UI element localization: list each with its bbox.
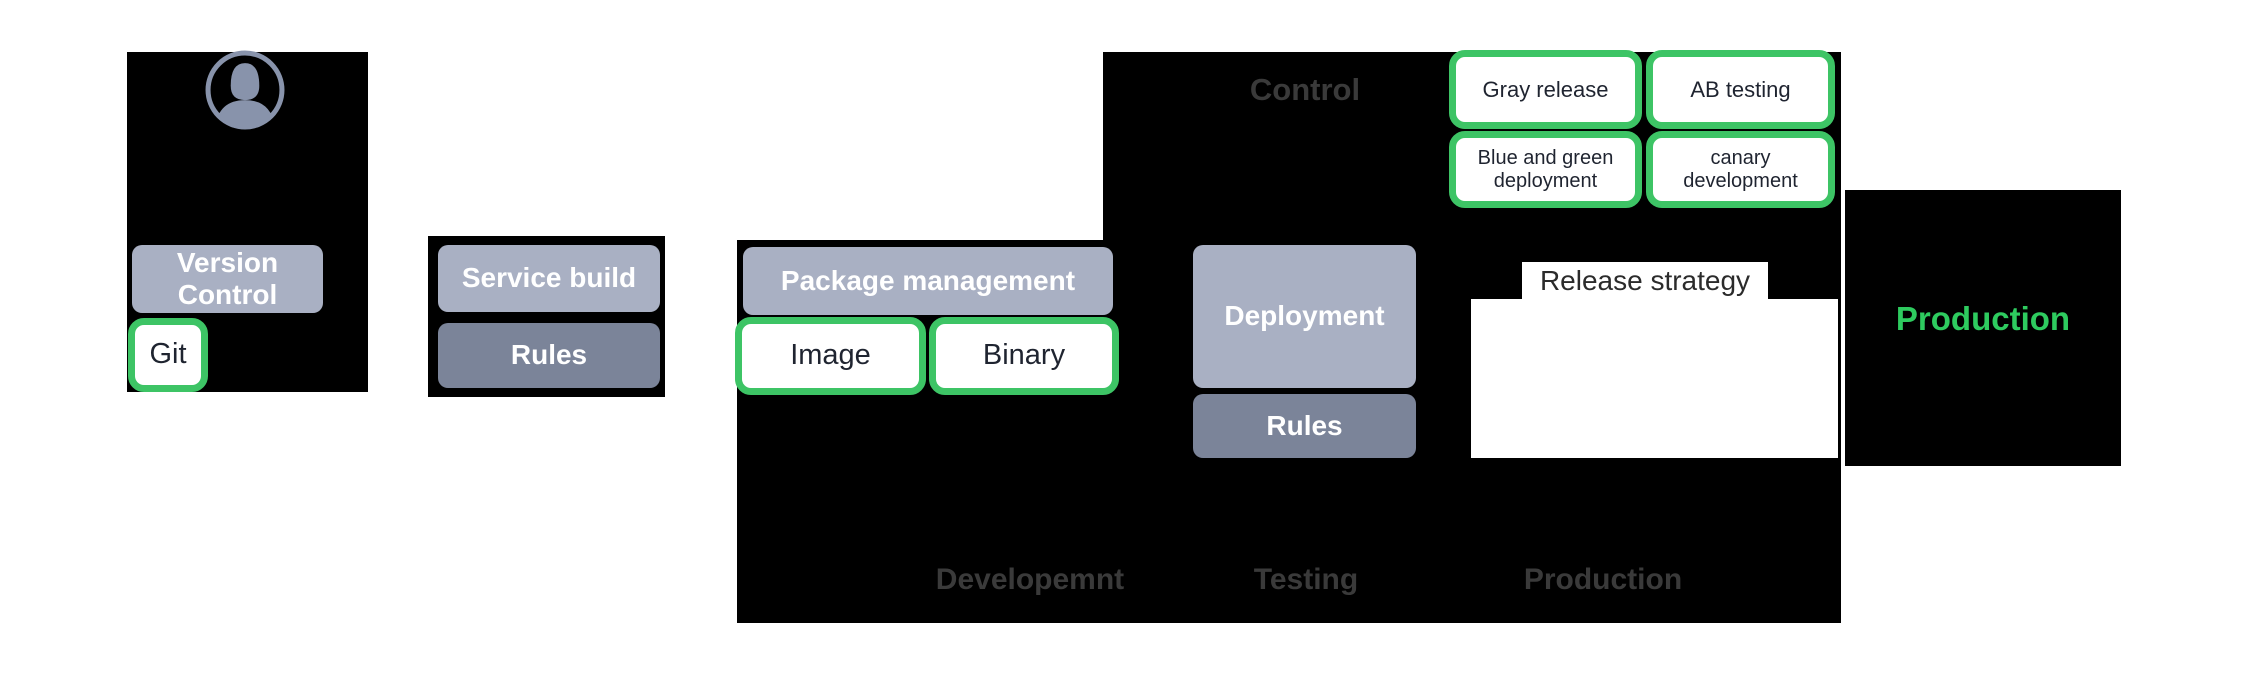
blue-green-deployment-chip: Blue and green deployment xyxy=(1449,131,1642,208)
canary-development-chip: canary development xyxy=(1646,131,1835,208)
ab-testing-label: AB testing xyxy=(1690,76,1791,102)
control-stage-title: Control xyxy=(1249,72,1361,107)
build-rules-node: Rules xyxy=(438,323,660,388)
deployment-label: Deployment xyxy=(1224,300,1385,332)
package-management-label: Package management xyxy=(780,264,1076,296)
binary-node: Binary xyxy=(929,317,1119,395)
env-label-development: Developemnt xyxy=(935,563,1125,596)
package-management-node: Package management xyxy=(743,247,1113,315)
version-control-node: Version Control xyxy=(132,245,323,313)
env-label-production: Production xyxy=(1523,563,1683,596)
deployment-rules-label: Rules xyxy=(1266,409,1343,441)
image-node: Image xyxy=(735,317,926,395)
deployment-rules-node: Rules xyxy=(1193,394,1416,458)
gray-release-label: Gray release xyxy=(1482,76,1609,102)
git-node: Git xyxy=(128,318,208,392)
binary-label: Binary xyxy=(982,339,1066,372)
canary-development-label: canary development xyxy=(1683,146,1798,192)
release-strategy-box xyxy=(1471,299,1838,458)
image-label: Image xyxy=(790,339,871,372)
release-strategy-title: Release strategy xyxy=(1522,262,1768,299)
production-label: Production xyxy=(1895,300,2071,337)
service-build-node: Service build xyxy=(438,245,660,312)
blue-green-deployment-label: Blue and green deployment xyxy=(1477,146,1614,192)
env-label-testing: Testing xyxy=(1253,563,1359,596)
build-rules-label: Rules xyxy=(510,339,588,371)
version-control-label: Version Control xyxy=(176,246,279,310)
ab-testing-chip: AB testing xyxy=(1646,50,1835,129)
developer-avatar xyxy=(203,48,287,132)
gray-release-chip: Gray release xyxy=(1449,50,1642,129)
deployment-node: Deployment xyxy=(1193,245,1416,388)
user-avatar-icon xyxy=(205,50,285,130)
production-stage-block xyxy=(1845,190,2121,466)
service-build-label: Service build xyxy=(461,262,637,294)
git-label: Git xyxy=(149,338,187,371)
production-node: Production xyxy=(1845,190,2121,466)
